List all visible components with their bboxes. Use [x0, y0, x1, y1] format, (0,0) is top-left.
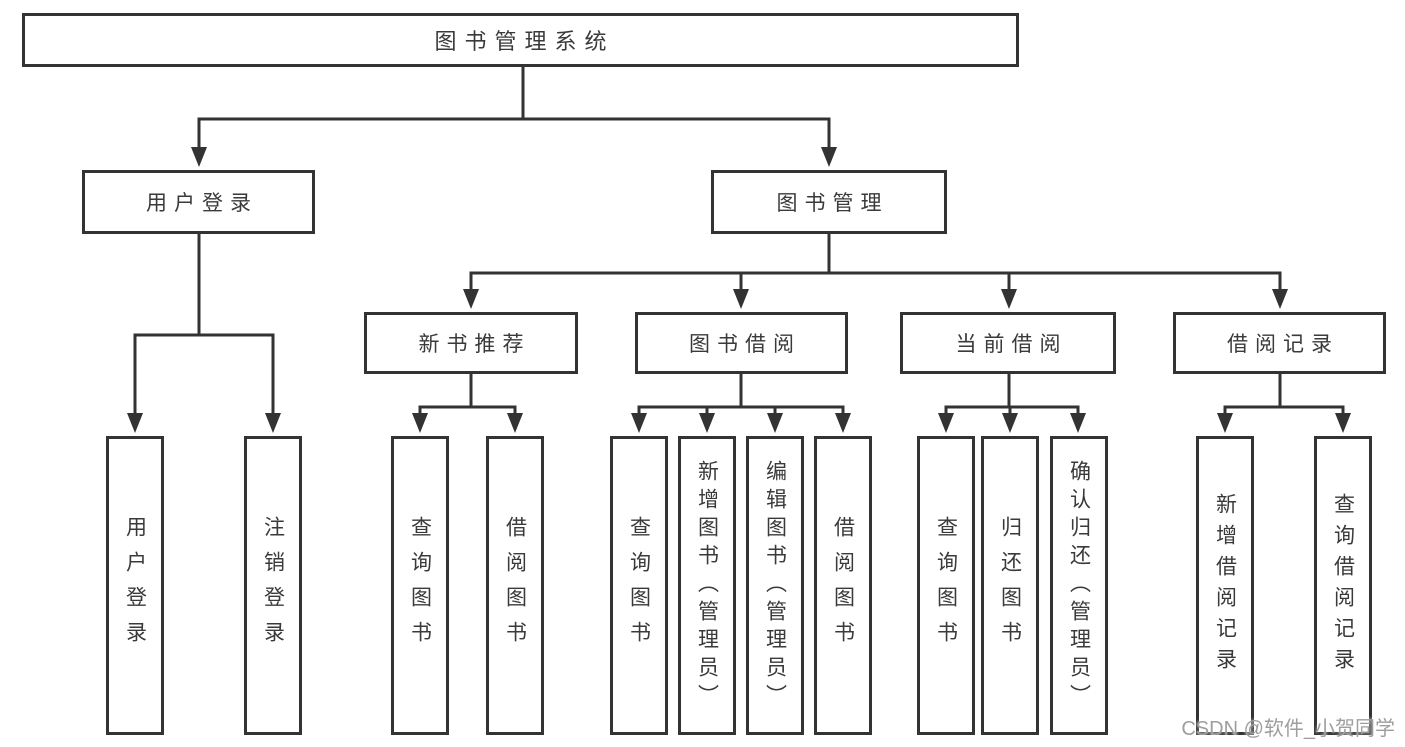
node-book-management: 图书管理 — [711, 170, 947, 234]
node-label: 用户登录 — [146, 192, 258, 215]
node-label: 图书管理 — [776, 192, 889, 215]
node-new-book-recommendation: 新书推荐 — [364, 312, 578, 374]
leaf-user-login: 用户登录 — [106, 436, 164, 735]
node-label: 新增图书（管理员） — [695, 459, 719, 712]
leaf-return-books: 归还图书 — [981, 436, 1039, 735]
node-label: 确认归还（管理员） — [1067, 459, 1091, 712]
csdn-watermark: CSDN @软件_小贺同学 — [1181, 718, 1395, 740]
node-label: 编辑图书（管理员） — [763, 459, 787, 712]
node-label: 当前借阅 — [955, 333, 1068, 356]
node-label: 归还图书 — [998, 515, 1022, 656]
node-label: 查询图书 — [627, 515, 651, 656]
leaf-query-borrow-record: 查询借阅记录 — [1314, 436, 1372, 735]
node-label: 图书管理系统 — [434, 29, 615, 54]
leaf-confirm-return-admin: 确认归还（管理员） — [1050, 436, 1108, 735]
leaf-query-books-borrow: 查询图书 — [610, 436, 668, 735]
node-label: 注销登录 — [261, 515, 285, 656]
node-book-borrowing: 图书借阅 — [635, 312, 848, 374]
leaf-borrow-books-recommend: 借阅图书 — [486, 436, 544, 735]
node-label: 图书借阅 — [689, 333, 801, 356]
leaf-edit-books-admin: 编辑图书（管理员） — [746, 436, 804, 735]
node-label: 新增借阅记录 — [1213, 492, 1237, 679]
node-label: 用户登录 — [123, 515, 147, 656]
node-library-management-system: 图书管理系统 — [22, 13, 1019, 67]
node-label: 借阅图书 — [503, 515, 527, 656]
node-label: 借阅记录 — [1227, 333, 1339, 356]
node-label: 查询借阅记录 — [1331, 492, 1355, 679]
node-label: 新书推荐 — [418, 333, 531, 356]
node-label: 查询图书 — [934, 515, 958, 656]
leaf-logout: 注销登录 — [244, 436, 302, 735]
leaf-borrow-books: 借阅图书 — [814, 436, 872, 735]
node-borrowing-records: 借阅记录 — [1173, 312, 1386, 374]
node-user-login: 用户登录 — [82, 170, 315, 234]
leaf-add-borrow-record: 新增借阅记录 — [1196, 436, 1254, 735]
node-label: 借阅图书 — [831, 515, 855, 656]
node-current-borrowing: 当前借阅 — [900, 312, 1116, 374]
node-label: 查询图书 — [408, 515, 432, 656]
leaf-query-books-recommend: 查询图书 — [391, 436, 449, 735]
leaf-add-books-admin: 新增图书（管理员） — [678, 436, 736, 735]
leaf-query-books-current: 查询图书 — [917, 436, 975, 735]
